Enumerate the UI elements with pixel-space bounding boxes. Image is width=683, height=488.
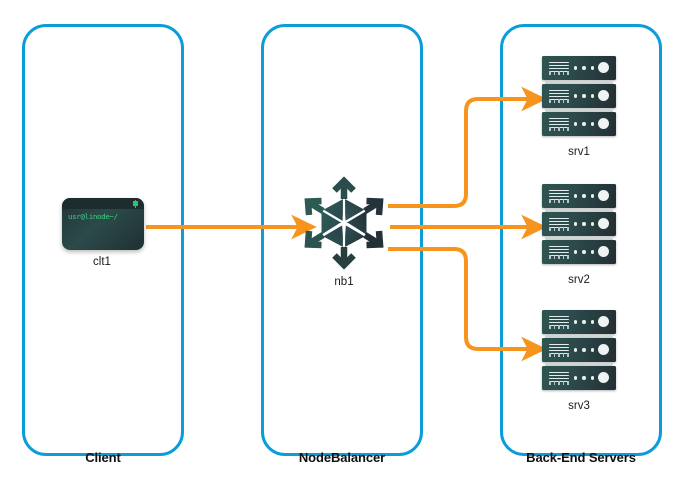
server-vent-lines-icon bbox=[549, 90, 569, 101]
node-clt1[interactable]: usr@linode~/ bbox=[62, 198, 144, 250]
server-status-dots-icon bbox=[574, 66, 594, 70]
server-vent-lines-icon bbox=[549, 246, 569, 257]
server-ticks-icon bbox=[549, 71, 569, 75]
server-unit bbox=[542, 338, 616, 362]
server-vent-lines-icon bbox=[549, 344, 569, 355]
server-vent-lines-icon bbox=[549, 218, 569, 229]
server-divider bbox=[545, 109, 613, 112]
server-unit bbox=[542, 366, 616, 390]
server-power-icon bbox=[598, 372, 609, 383]
server-unit bbox=[542, 212, 616, 236]
server-vent-lines-icon bbox=[549, 316, 569, 327]
server-status-dots-icon bbox=[574, 194, 594, 198]
server-power-icon bbox=[598, 190, 609, 201]
server-unit bbox=[542, 112, 616, 136]
server-ticks-icon bbox=[549, 99, 569, 103]
zone-label-backend: Back-End Servers bbox=[526, 450, 636, 465]
node-label-nb1: nb1 bbox=[334, 276, 354, 288]
terminal-new-tab-icon bbox=[133, 199, 138, 208]
server-divider bbox=[545, 335, 613, 338]
server-divider bbox=[545, 363, 613, 366]
server-status-dots-icon bbox=[574, 376, 594, 380]
server-vent-lines-icon bbox=[549, 118, 569, 129]
node-label-srv2: srv2 bbox=[568, 274, 590, 286]
node-label-clt1: clt1 bbox=[93, 256, 111, 268]
server-ticks-icon bbox=[549, 381, 569, 385]
server-power-icon bbox=[598, 118, 609, 129]
server-status-dots-icon bbox=[574, 222, 594, 226]
server-unit bbox=[542, 84, 616, 108]
server-status-dots-icon bbox=[574, 122, 594, 126]
node-srv3[interactable] bbox=[542, 310, 616, 390]
server-ticks-icon bbox=[549, 199, 569, 203]
server-vent-lines-icon bbox=[549, 190, 569, 201]
node-nb1[interactable] bbox=[298, 176, 390, 270]
server-power-icon bbox=[598, 316, 609, 327]
server-divider bbox=[545, 81, 613, 84]
node-srv1[interactable] bbox=[542, 56, 616, 136]
server-power-icon bbox=[598, 218, 609, 229]
nodebalancer-hub-icon bbox=[304, 176, 384, 270]
server-vent-lines-icon bbox=[549, 372, 569, 383]
server-unit bbox=[542, 56, 616, 80]
terminal-prompt-text: usr@linode~/ bbox=[68, 212, 118, 221]
server-power-icon bbox=[598, 62, 609, 73]
server-status-dots-icon bbox=[574, 320, 594, 324]
server-ticks-icon bbox=[549, 127, 569, 131]
server-divider bbox=[545, 209, 613, 212]
server-power-icon bbox=[598, 246, 609, 257]
zone-nodebalancer bbox=[261, 24, 423, 456]
server-status-dots-icon bbox=[574, 348, 594, 352]
server-power-icon bbox=[598, 90, 609, 101]
server-status-dots-icon bbox=[574, 250, 594, 254]
server-vent-lines-icon bbox=[549, 62, 569, 73]
server-unit bbox=[542, 184, 616, 208]
server-ticks-icon bbox=[549, 353, 569, 357]
zone-client bbox=[22, 24, 184, 456]
terminal-icon: usr@linode~/ bbox=[62, 198, 144, 250]
server-ticks-icon bbox=[549, 325, 569, 329]
server-divider bbox=[545, 237, 613, 240]
node-label-srv1: srv1 bbox=[568, 146, 590, 158]
server-status-dots-icon bbox=[574, 94, 594, 98]
zone-backend bbox=[500, 24, 662, 456]
server-ticks-icon bbox=[549, 255, 569, 259]
server-unit bbox=[542, 310, 616, 334]
server-power-icon bbox=[598, 344, 609, 355]
node-srv2[interactable] bbox=[542, 184, 616, 264]
zone-label-client: Client bbox=[85, 450, 121, 465]
server-unit bbox=[542, 240, 616, 264]
server-ticks-icon bbox=[549, 227, 569, 231]
terminal-titlebar bbox=[62, 198, 144, 209]
zone-label-nodebalancer: NodeBalancer bbox=[298, 450, 386, 465]
node-label-srv3: srv3 bbox=[568, 400, 590, 412]
